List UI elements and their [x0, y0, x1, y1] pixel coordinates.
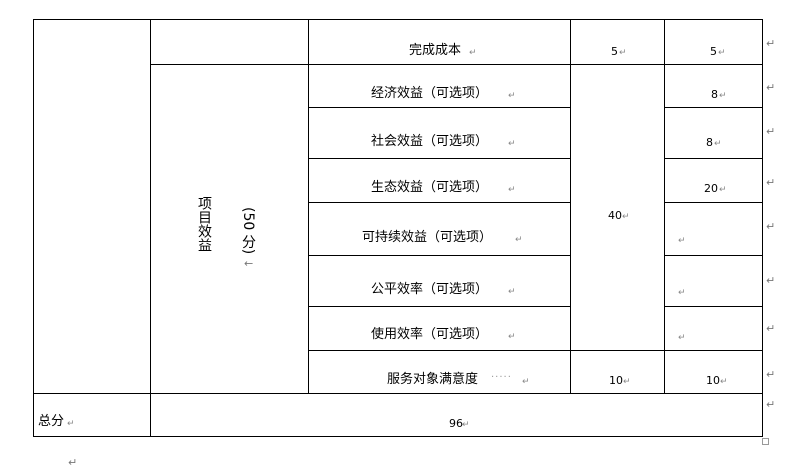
row-end-mark: ↵	[766, 37, 776, 50]
cell-end-mark: ↵	[508, 139, 516, 149]
table-rule	[664, 306, 762, 307]
category-score: (50 分)	[240, 207, 256, 255]
cell-end-mark: ↵	[515, 235, 523, 245]
table-rule	[308, 306, 570, 307]
row-end-mark: ↵	[766, 81, 776, 94]
table-rule	[664, 158, 762, 159]
table-rule	[308, 158, 570, 159]
cell-end-mark: ↵	[508, 332, 516, 342]
cell-end-mark: ↵	[623, 377, 631, 387]
table-rule	[664, 255, 762, 256]
row-score: 5	[710, 45, 717, 58]
paragraph-end-mark: ↵	[68, 456, 78, 469]
cell-end-mark: ↵	[508, 287, 516, 297]
row-end-mark: ↵	[766, 125, 776, 138]
total-label: 总分	[38, 414, 65, 429]
row-value: 10	[609, 374, 623, 387]
total-value: 96	[449, 417, 463, 430]
table-rule	[33, 19, 762, 20]
table-rule	[33, 436, 762, 437]
cell-end-mark: ↵	[714, 139, 722, 149]
table-rule	[150, 64, 762, 65]
table-rule	[570, 19, 571, 394]
cell-end-mark: ↵	[462, 420, 470, 430]
table-rule	[762, 19, 763, 437]
cell-end-mark: ↵	[622, 212, 630, 222]
table-rule	[308, 202, 570, 203]
table-rule	[308, 107, 570, 108]
row-label: 社会效益（可选项）	[371, 134, 489, 149]
row-end-mark: ↵	[766, 322, 776, 335]
cell-end-mark: ↵	[508, 91, 516, 101]
table-rule	[308, 350, 762, 351]
row-end-mark: ↵	[766, 176, 776, 189]
row-label: 可持续效益（可选项）	[362, 230, 493, 245]
row-label: 公平效率（可选项）	[371, 282, 489, 297]
row-end-mark: ↵	[766, 398, 776, 411]
cell-end-mark: ↵	[719, 91, 727, 101]
row-value: 5	[611, 45, 618, 58]
table-resize-handle[interactable]	[762, 438, 769, 445]
return-arrow-mark: ←	[244, 257, 254, 270]
merged-value: 40	[608, 209, 622, 222]
cell-end-mark: ↵	[719, 185, 727, 195]
table-rule	[664, 202, 762, 203]
table-rule	[308, 19, 309, 394]
table-rule	[664, 107, 762, 108]
cell-end-mark: ↵	[508, 185, 516, 195]
row-label: 服务对象满意度	[387, 372, 479, 387]
row-label: 经济效益（可选项）	[371, 86, 489, 101]
row-score: 8	[706, 136, 713, 149]
row-end-mark: ↵	[766, 220, 776, 233]
table-rule	[664, 19, 665, 394]
cell-end-mark: ↵	[678, 333, 686, 343]
row-label: 使用效率（可选项）	[371, 327, 489, 342]
table-rule	[33, 19, 34, 437]
cell-end-mark: ↵	[619, 48, 627, 58]
cell-end-mark: ↵	[678, 288, 686, 298]
row-score: 10	[706, 374, 720, 387]
row-score: 8	[711, 88, 718, 101]
row-end-mark: ↵	[766, 368, 776, 381]
row-end-mark: ↵	[766, 274, 776, 287]
table-rule	[33, 393, 762, 394]
cell-end-mark: ↵	[678, 236, 686, 246]
cell-end-mark: ↵	[67, 419, 75, 429]
category-label: 项目效益	[196, 196, 212, 252]
cell-end-mark: ↵	[522, 377, 530, 387]
cell-end-mark: ↵	[469, 48, 477, 58]
row-score: 20	[704, 182, 718, 195]
leader-dots: ·····	[491, 372, 512, 383]
table-rule	[308, 255, 570, 256]
cell-end-mark: ↵	[718, 48, 726, 58]
row-label: 生态效益（可选项）	[371, 180, 489, 195]
table-rule	[150, 19, 151, 437]
row-label: 完成成本	[409, 43, 462, 58]
cell-end-mark: ↵	[720, 377, 728, 387]
